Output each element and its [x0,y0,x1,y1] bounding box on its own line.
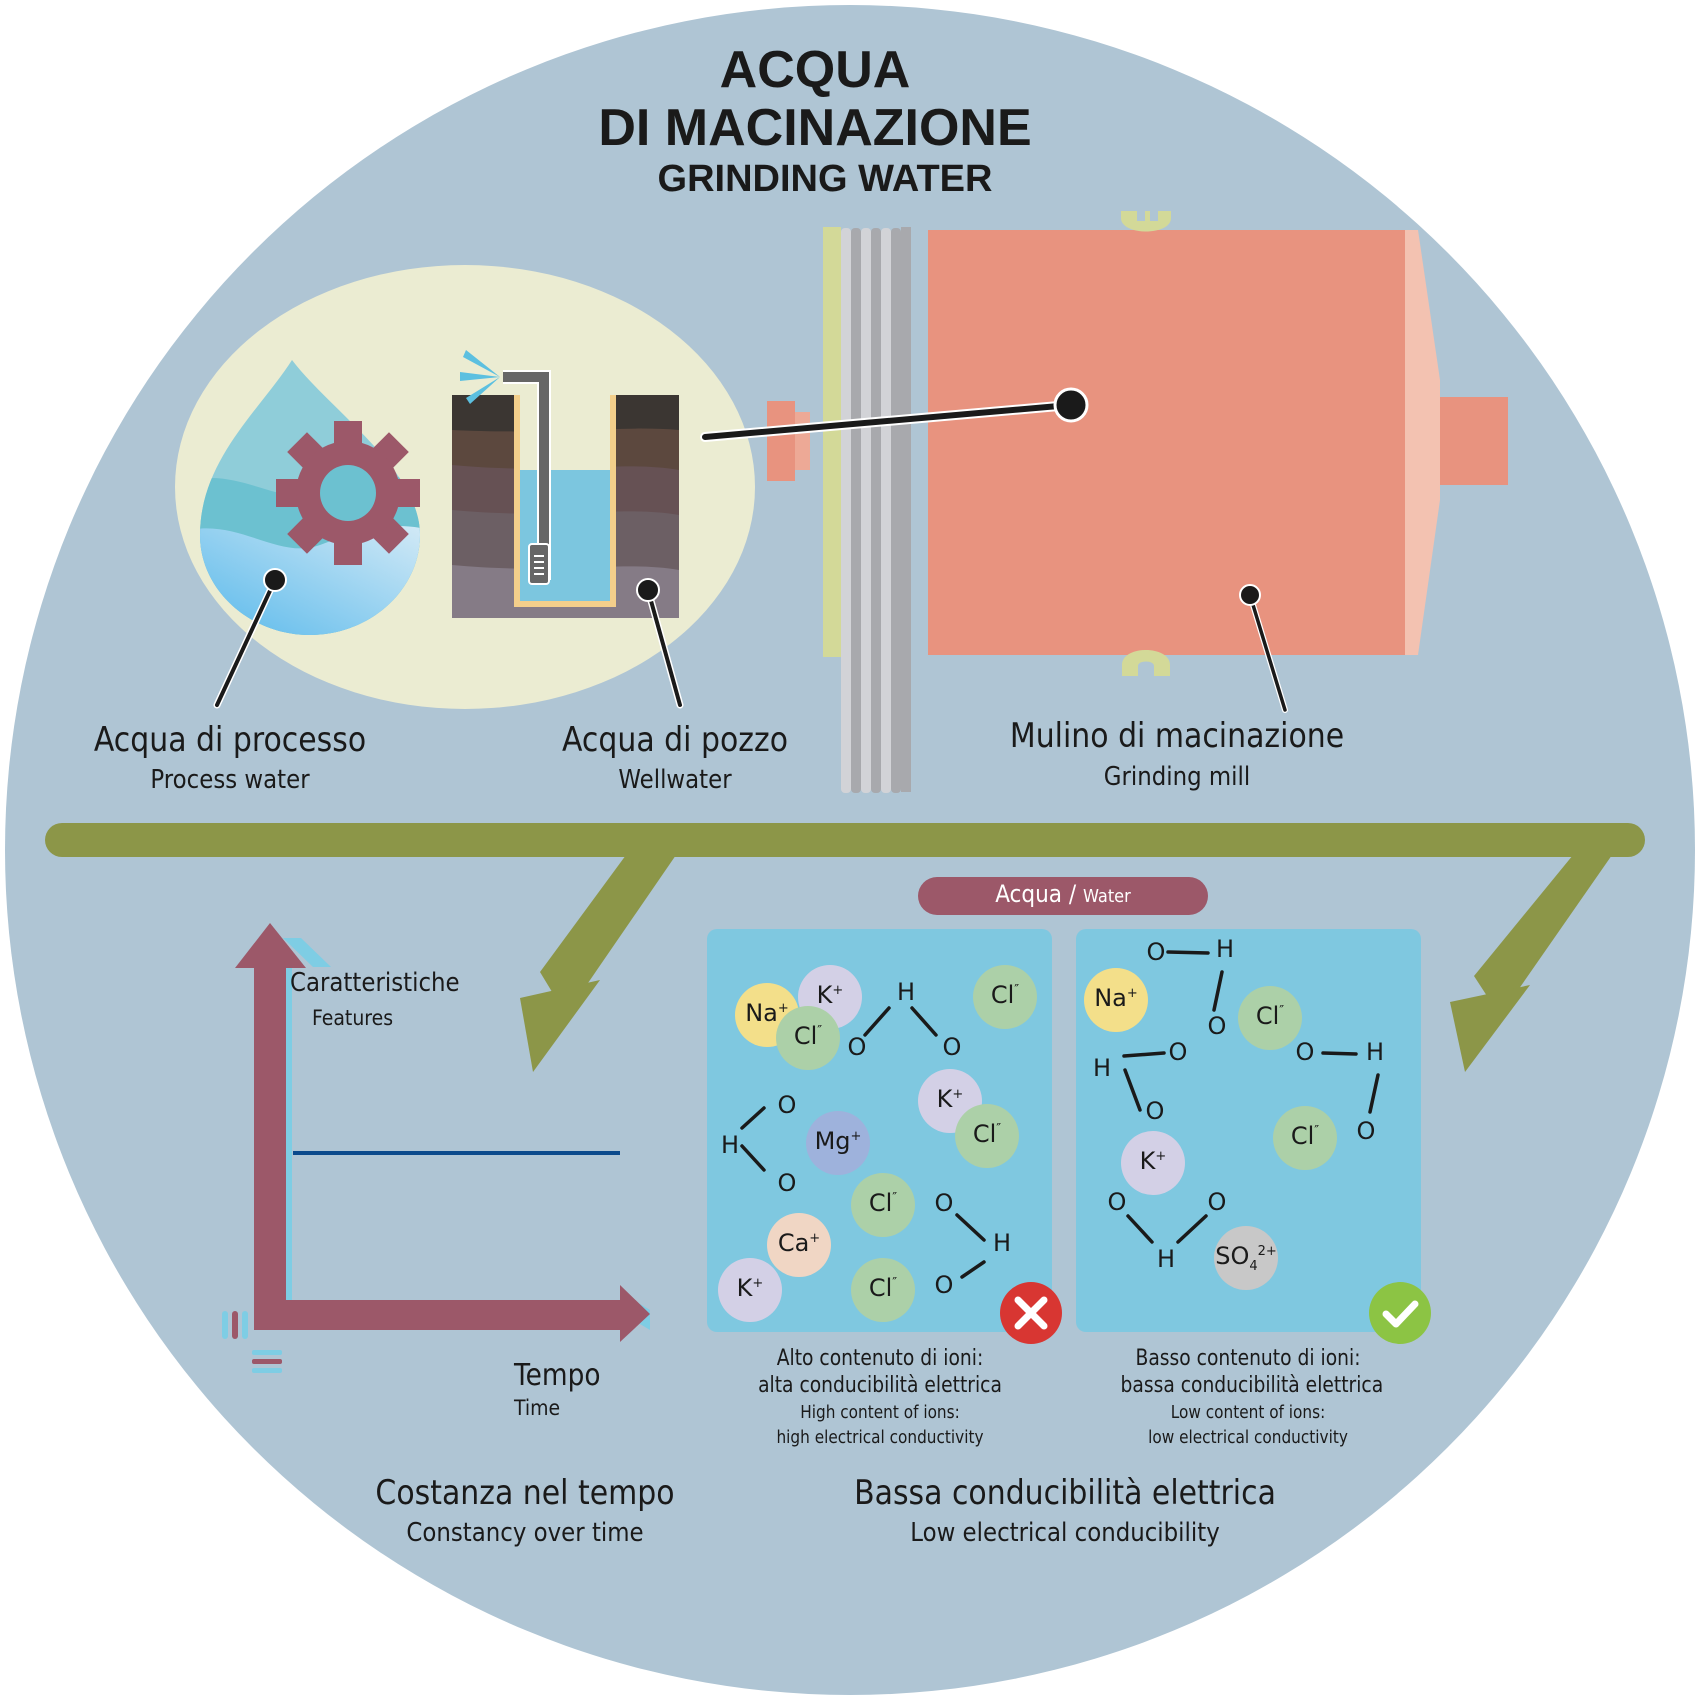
ion-label-cl: Cl″ [990,981,1020,1009]
constancy-heading: Costanza nel tempo [375,1473,675,1513]
atom-o: O [942,1033,962,1061]
ion-label-ca: Ca+ [777,1229,821,1257]
atom-h: H [1215,935,1235,963]
atom-h: H [1365,1038,1385,1066]
atom-o: O [1168,1038,1188,1066]
water-badge-it: Acqua [995,880,1063,908]
label-process-water-en: Process water [150,765,310,795]
caption-high-it-1: Alto contenuto di ioni: [776,1346,984,1371]
ion-label-cl: Cl″ [1290,1122,1320,1150]
atom-o: O [847,1033,867,1061]
ion-label-cl: Cl″ [972,1120,1002,1148]
ion-cl [1238,986,1302,1050]
ion-label-cl: Cl″ [868,1274,898,1302]
ion-cl [776,1006,840,1070]
label-well-water: Acqua di pozzo [561,720,789,760]
chart-y-label: Caratteristiche [290,968,460,998]
title-line-2: DI MACINAZIONE [598,99,1032,157]
ion-label-k: K+ [736,1274,764,1302]
ion-label-k: K+ [936,1085,964,1113]
atom-h: H [720,1131,740,1159]
ion-cl [851,1173,915,1237]
label-grinding-mill: Mulino di macinazione [1009,716,1345,756]
water-badge-bg [918,877,1208,915]
atom-o: O [934,1271,954,1299]
ion-so4 [1214,1226,1278,1290]
chart-x-label: Tempo [514,1358,601,1393]
ion-cl [851,1258,915,1322]
label-well-water-en: Wellwater [618,765,732,795]
ion-label-so4: SO42+ [1215,1242,1277,1274]
caption-low-en-1: Low content of ions: [1170,1402,1326,1423]
atom-o: O [1295,1038,1315,1066]
ion-cl [973,965,1037,1029]
panel-low-ions [1076,929,1421,1332]
atom-h: H [1092,1054,1112,1082]
water-badge-en: Water [1083,886,1131,907]
ion-label-cl: Cl″ [868,1189,898,1217]
atom-o: O [1356,1117,1376,1145]
ion-k [1121,1131,1185,1195]
caption-low-it-2: bassa conducibilità elettrica [1120,1373,1384,1398]
olive-branch-arrows [45,823,1645,1072]
conductivity-heading-en: Low electrical conducibility [910,1518,1220,1548]
ion-label-na: Na+ [745,999,789,1027]
caption-low-it-1: Basso contenuto di ioni: [1135,1346,1361,1371]
atom-o: O [934,1189,954,1217]
atom-o: O [1107,1188,1127,1216]
water-spray-icon [460,350,500,404]
water-molecule-bonds-high [740,1006,986,1279]
chart-y-label-en: Features [312,1006,394,1030]
ion-label-cl: Cl″ [1255,1002,1285,1030]
constancy-chart [222,923,650,1373]
label-grinding-mill-en: Grinding mill [1103,762,1251,792]
atom-o: O [1146,938,1166,966]
ion-label-na: Na+ [1094,984,1138,1012]
label-process-water: Acqua di processo [93,720,367,760]
atom-h: H [992,1229,1012,1257]
title-subtitle: GRINDING WATER [657,158,993,200]
water-badge: Acqua / Water [918,880,1208,908]
callout-lines [213,387,1288,713]
ion-label-cl: Cl″ [793,1022,823,1050]
ion-label-mg: Mg+ [814,1127,862,1155]
gear-icon [276,421,420,565]
ion-mg [806,1111,870,1175]
caption-high-it-2: alta conducibilità elettrica [758,1373,1002,1398]
x-icon [1000,1282,1062,1344]
ions-low [1084,968,1337,1290]
ion-label-k: K+ [816,981,844,1009]
check-icon [1369,1282,1431,1344]
caption-high-en-1: High content of ions: [800,1402,960,1423]
atom-o: O [777,1169,797,1197]
ion-cl [955,1104,1019,1168]
atom-o: O [1207,1012,1227,1040]
ions-high [718,965,1037,1322]
atom-o: O [777,1091,797,1119]
chart-x-label-en: Time [514,1396,561,1420]
water-molecule-bonds-low [1122,950,1380,1244]
atom-o: O [1207,1188,1227,1216]
ion-k [718,1258,782,1322]
ion-label-k: K+ [1139,1147,1167,1175]
title-line-1: ACQUA [719,41,911,99]
constancy-heading-en: Constancy over time [406,1518,644,1548]
atom-o: O [1145,1097,1165,1125]
atom-h: H [1156,1245,1176,1273]
atom-h: H [896,978,916,1006]
caption-low-en-2: low electrical conductivity [1148,1427,1348,1448]
conductivity-heading: Bassa conducibilità elettrica [854,1473,1276,1513]
ion-ca [767,1213,831,1277]
water-badge-sep: / [1062,880,1084,908]
ion-cl [1273,1106,1337,1170]
caption-high-en-2: high electrical conductivity [776,1427,984,1448]
grinding-mill-icon [767,211,1508,793]
ion-na [1084,968,1148,1032]
